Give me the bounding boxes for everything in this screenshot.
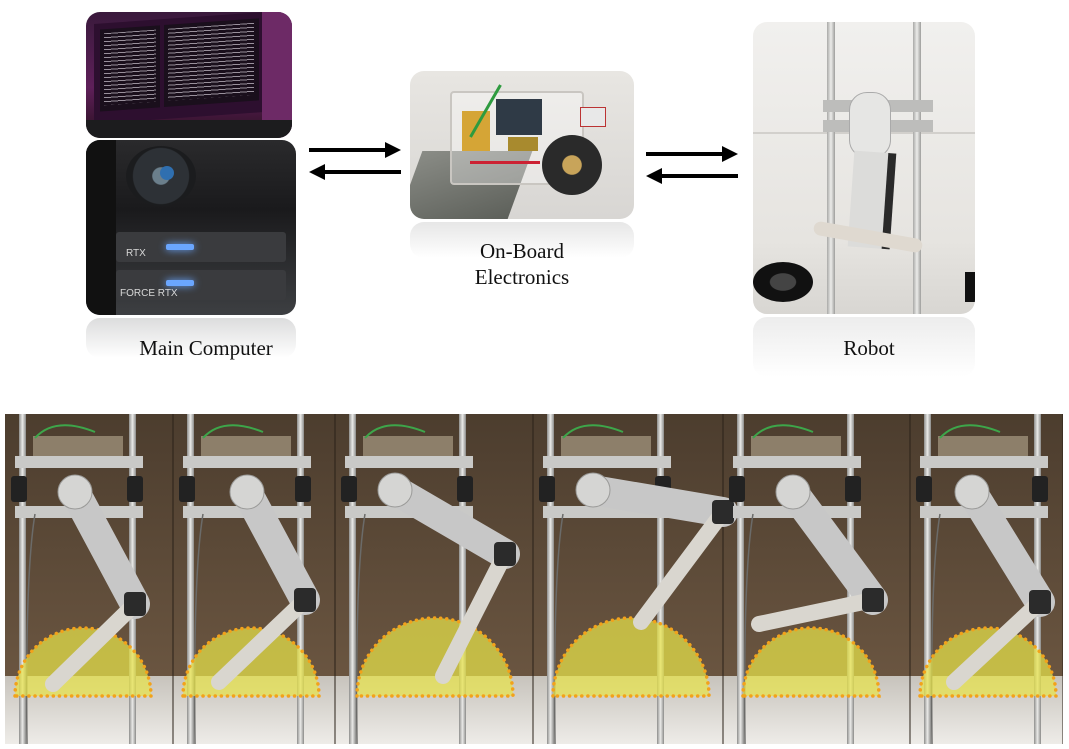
sequence-frame bbox=[916, 414, 1063, 744]
robot-caption: Robot bbox=[843, 336, 895, 360]
hip-joint bbox=[229, 474, 265, 510]
robot-shank bbox=[211, 592, 313, 690]
knee-motor bbox=[494, 542, 516, 566]
robot-shank bbox=[751, 592, 881, 632]
motor bbox=[11, 476, 27, 502]
hip-joint bbox=[775, 474, 811, 510]
main-computer-tower-photo: RTX FORCE RTX bbox=[86, 140, 296, 315]
motion-sequence-strip bbox=[5, 414, 1063, 744]
onboard-electronics-caption: On-Board Electronics bbox=[474, 239, 570, 289]
robot-thigh bbox=[380, 475, 520, 569]
knee-motor bbox=[862, 588, 884, 612]
knee-motor bbox=[294, 588, 316, 612]
robot-reflection bbox=[753, 317, 975, 377]
gpu-label-bottom: FORCE RTX bbox=[120, 288, 178, 299]
hip-joint bbox=[57, 474, 93, 510]
robot-shank bbox=[633, 504, 731, 630]
frame-rail bbox=[547, 414, 554, 744]
frame-rail bbox=[924, 414, 931, 744]
motor bbox=[1032, 476, 1048, 502]
tower-reflection bbox=[86, 318, 296, 358]
frame-rail bbox=[459, 414, 466, 744]
bidirectional-arrow-right bbox=[642, 142, 742, 188]
workspace-semicircle bbox=[551, 616, 711, 698]
workspace-semicircle bbox=[741, 626, 881, 698]
sequence-frame bbox=[539, 414, 738, 744]
robot-thigh bbox=[778, 477, 888, 615]
robot-photo bbox=[753, 22, 975, 314]
robot-thigh bbox=[957, 477, 1055, 617]
motor bbox=[179, 476, 195, 502]
frame-rail bbox=[19, 414, 26, 744]
knee-motor bbox=[1029, 590, 1051, 614]
motor bbox=[916, 476, 932, 502]
motor bbox=[341, 476, 357, 502]
sequence-frame bbox=[341, 414, 534, 744]
robot-thigh bbox=[578, 475, 738, 527]
motor bbox=[539, 476, 555, 502]
main-computer-monitor-photo bbox=[86, 12, 292, 138]
knee-motor bbox=[712, 500, 734, 524]
bidirectional-arrow-left bbox=[305, 138, 405, 184]
onboard-electronics-photo bbox=[410, 71, 634, 219]
motor bbox=[845, 476, 861, 502]
robot-shank bbox=[946, 594, 1048, 690]
hip-joint bbox=[954, 474, 990, 510]
frame-rail bbox=[349, 414, 356, 744]
motor bbox=[295, 476, 311, 502]
frame-rail bbox=[657, 414, 664, 744]
workspace-semicircle bbox=[355, 616, 515, 698]
sequence-frame bbox=[179, 414, 336, 744]
main-computer-caption: Main Computer bbox=[139, 336, 273, 360]
sequence-frame bbox=[11, 414, 174, 744]
frame-rail bbox=[737, 414, 744, 744]
hip-joint bbox=[575, 472, 611, 508]
monitor-screen bbox=[94, 12, 264, 124]
robot-thigh bbox=[60, 477, 150, 619]
hip-joint bbox=[377, 472, 413, 508]
robot-shank bbox=[435, 546, 513, 684]
robot-thigh bbox=[232, 477, 320, 615]
sequence-frame bbox=[729, 414, 911, 744]
gpu-label-top: RTX bbox=[126, 248, 146, 259]
knee-motor bbox=[124, 592, 146, 616]
frame-rail bbox=[187, 414, 194, 744]
robot-shank bbox=[45, 596, 143, 692]
motor bbox=[127, 476, 143, 502]
electronics-reflection bbox=[410, 222, 634, 258]
motor bbox=[457, 476, 473, 502]
motor bbox=[729, 476, 745, 502]
